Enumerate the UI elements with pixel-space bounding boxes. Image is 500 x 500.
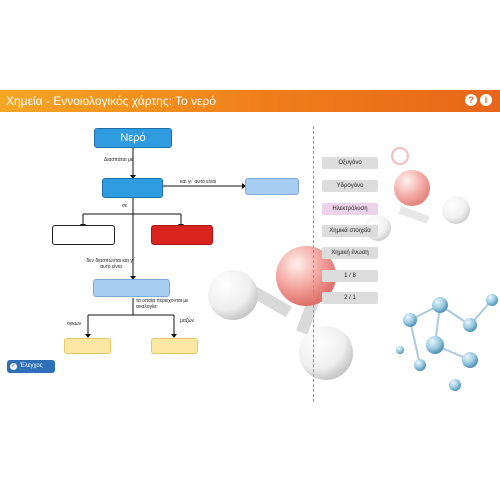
- process-node-drop-target[interactable]: [102, 178, 163, 198]
- title-bar: Χημεία - Εννοιολογικός χάρτης: Το νερό ?…: [0, 90, 500, 112]
- root-node: Νερό: [94, 128, 172, 148]
- page-title: Χημεία - Εννοιολογικός χάρτης: Το νερό: [6, 94, 216, 108]
- link-label-into: σε: [122, 203, 128, 209]
- help-icon[interactable]: ?: [465, 94, 477, 106]
- link-label-contained-in-ratio: τα οποία περιέχονται με αναλογία:: [136, 298, 189, 310]
- term-ratio-2-1[interactable]: 2 / 1: [322, 292, 378, 304]
- large-water-molecule: [208, 246, 353, 380]
- term-ratio-1-8[interactable]: 1 / 8: [322, 270, 378, 282]
- small-water-molecule: [365, 147, 470, 241]
- term-electrolysis[interactable]: Ηλεκτρόλυση: [322, 203, 378, 215]
- element-node-right-drop-target[interactable]: [151, 225, 213, 245]
- dashed-divider: [313, 126, 314, 402]
- link-label-not-decomposed: δεν διασπώνται και γι΄ αυτό είναι: [86, 258, 136, 270]
- check-button-label: Έλεγχος: [20, 363, 43, 369]
- term-hydrogen[interactable]: Υδρογόνο: [322, 180, 378, 192]
- term-oxygen[interactable]: Οξυγόνο: [322, 157, 378, 169]
- link-label-masses: μαζών: [180, 318, 195, 324]
- elements-node-drop-target[interactable]: [93, 279, 170, 297]
- element-node-left-drop-target[interactable]: [52, 225, 115, 245]
- checkmark-icon: ✓: [10, 363, 17, 370]
- check-button[interactable]: ✓ Έλεγχος: [7, 360, 55, 373]
- link-label-and-therefore-is: και γι΄ αυτό είναι: [180, 179, 217, 185]
- term-chemical-elements[interactable]: Χημικά στοιχεία: [322, 225, 378, 237]
- map-connectors: [80, 148, 246, 338]
- molecule-network-icon: [396, 294, 498, 391]
- root-node-label: Νερό: [120, 132, 146, 144]
- info-icon[interactable]: i: [480, 94, 492, 106]
- link-label-decomposed-by: Διασπάται με: [104, 157, 134, 163]
- activity-stage: Χημεία - Εννοιολογικός χάρτης: Το νερό ?…: [0, 90, 500, 402]
- volume-ratio-drop-target[interactable]: [64, 338, 111, 354]
- compound-node-drop-target[interactable]: [245, 178, 299, 195]
- mass-ratio-drop-target[interactable]: [151, 338, 198, 354]
- term-chemical-compound[interactable]: Χημική ένωση: [322, 247, 378, 259]
- link-label-volumes: όγκων: [67, 321, 82, 327]
